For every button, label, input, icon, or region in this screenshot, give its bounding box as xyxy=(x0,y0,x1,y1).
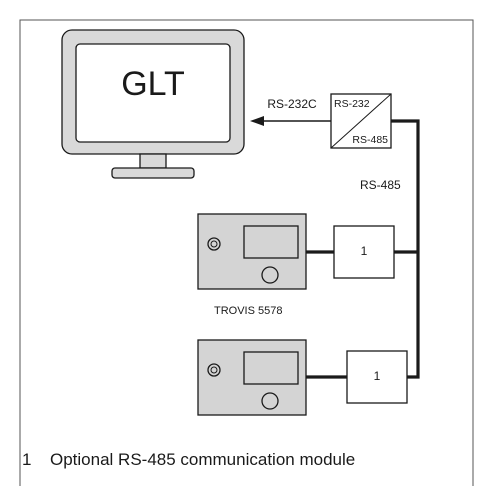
caption-text: Optional RS-485 communication module xyxy=(50,450,356,469)
figure-frame xyxy=(19,19,474,486)
interface-converter: RS-232 RS-485 xyxy=(330,93,392,149)
controller-display xyxy=(243,225,299,259)
monitor-screen xyxy=(75,43,231,143)
monitor-stand xyxy=(111,167,195,179)
controller-upper xyxy=(197,213,307,290)
device-label: TROVIS 5578 xyxy=(214,305,282,317)
controller-display xyxy=(243,351,299,385)
converter-bottom-label: RS-485 xyxy=(352,134,388,146)
monitor-label: GLT xyxy=(121,65,185,103)
rs485-bus-line xyxy=(391,119,420,379)
serial-label: RS-232C xyxy=(267,97,317,111)
communication-module-upper xyxy=(333,225,395,279)
module-lower-label: 1 xyxy=(374,369,381,383)
controller-lower xyxy=(197,339,307,416)
serial-arrowhead xyxy=(250,116,264,126)
converter-top-label: RS-232 xyxy=(334,98,370,110)
monitor-neck xyxy=(139,153,167,169)
figure-caption: 1 Optional RS-485 communication module xyxy=(22,450,355,470)
controller-button xyxy=(207,363,221,377)
controller-button xyxy=(207,237,221,251)
converter-divider xyxy=(330,93,392,149)
controller-knob xyxy=(261,266,279,284)
controller-button-inner xyxy=(210,240,218,248)
bus-label: RS-485 xyxy=(360,178,401,192)
controller-button-inner xyxy=(210,366,218,374)
caption-number: 1 xyxy=(22,450,32,469)
controller-knob xyxy=(261,392,279,410)
monitor: GLT xyxy=(61,29,245,179)
module-upper-label: 1 xyxy=(361,244,368,258)
communication-module-lower xyxy=(346,350,408,404)
